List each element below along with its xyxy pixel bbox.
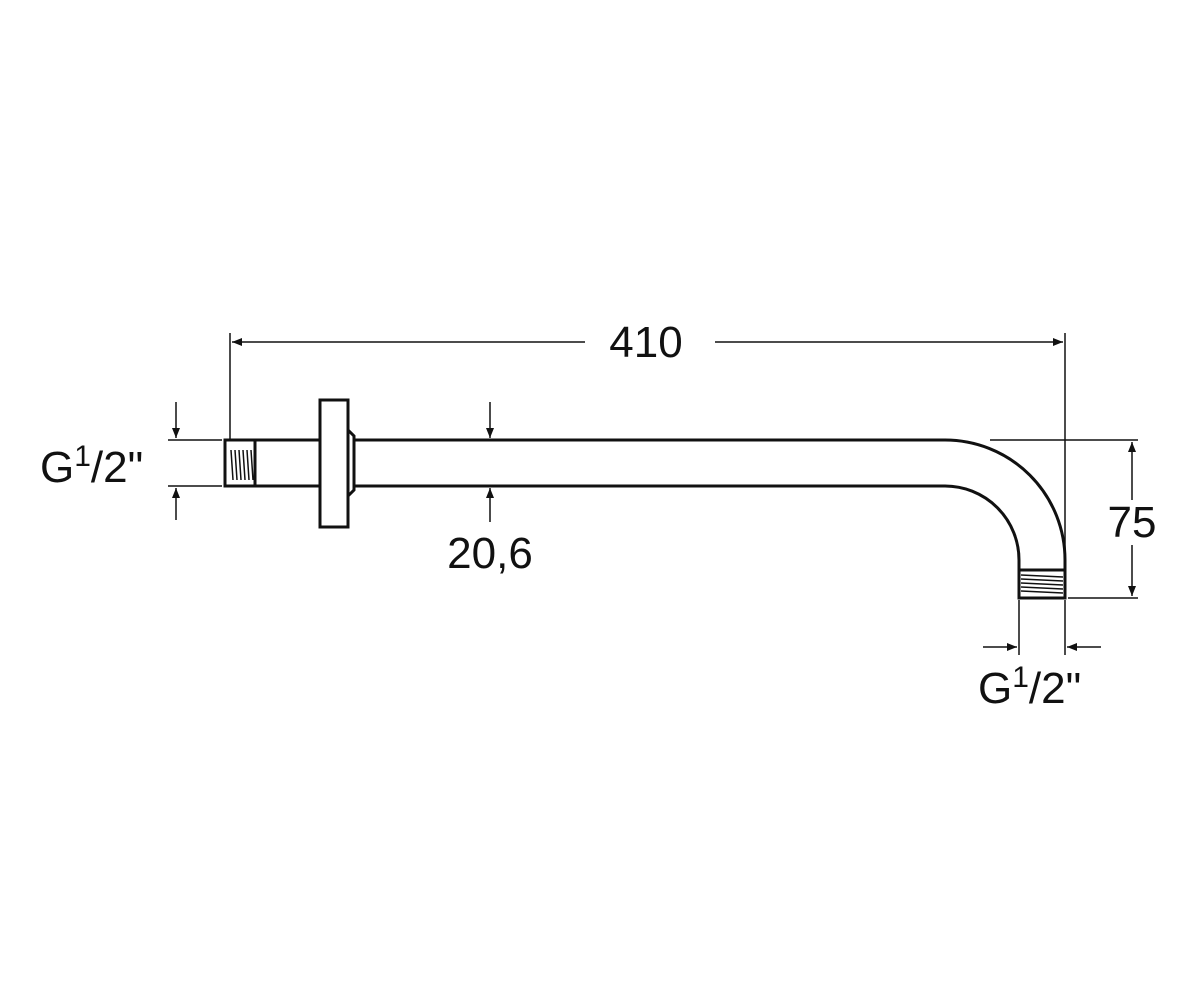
inlet-thread-fraction-num: 1 xyxy=(74,440,91,473)
drop-label: 75 xyxy=(1108,498,1157,547)
arm-pipe xyxy=(354,438,1067,598)
outlet-thread-prefix: G xyxy=(978,664,1012,713)
inlet-thread-label: G1/2" xyxy=(40,440,143,492)
inlet-thread-fraction: /2" xyxy=(91,443,143,492)
shower-arm xyxy=(223,398,1067,600)
diameter-label: 20,6 xyxy=(447,529,533,578)
dimension-drop: 75 xyxy=(990,439,1157,599)
outlet-thread xyxy=(1017,568,1067,600)
length-label: 410 xyxy=(609,318,682,367)
dimension-inlet-thread: G1/2" xyxy=(40,402,222,520)
dimension-diameter: 20,6 xyxy=(447,402,533,578)
dimension-outlet-thread: G1/2" xyxy=(978,600,1101,713)
wall-flange xyxy=(318,398,356,529)
inlet-thread-prefix: G xyxy=(40,443,74,492)
dimension-length: 410 xyxy=(229,318,1066,560)
outlet-thread-label: G1/2" xyxy=(978,661,1081,713)
inlet-thread xyxy=(223,438,257,488)
